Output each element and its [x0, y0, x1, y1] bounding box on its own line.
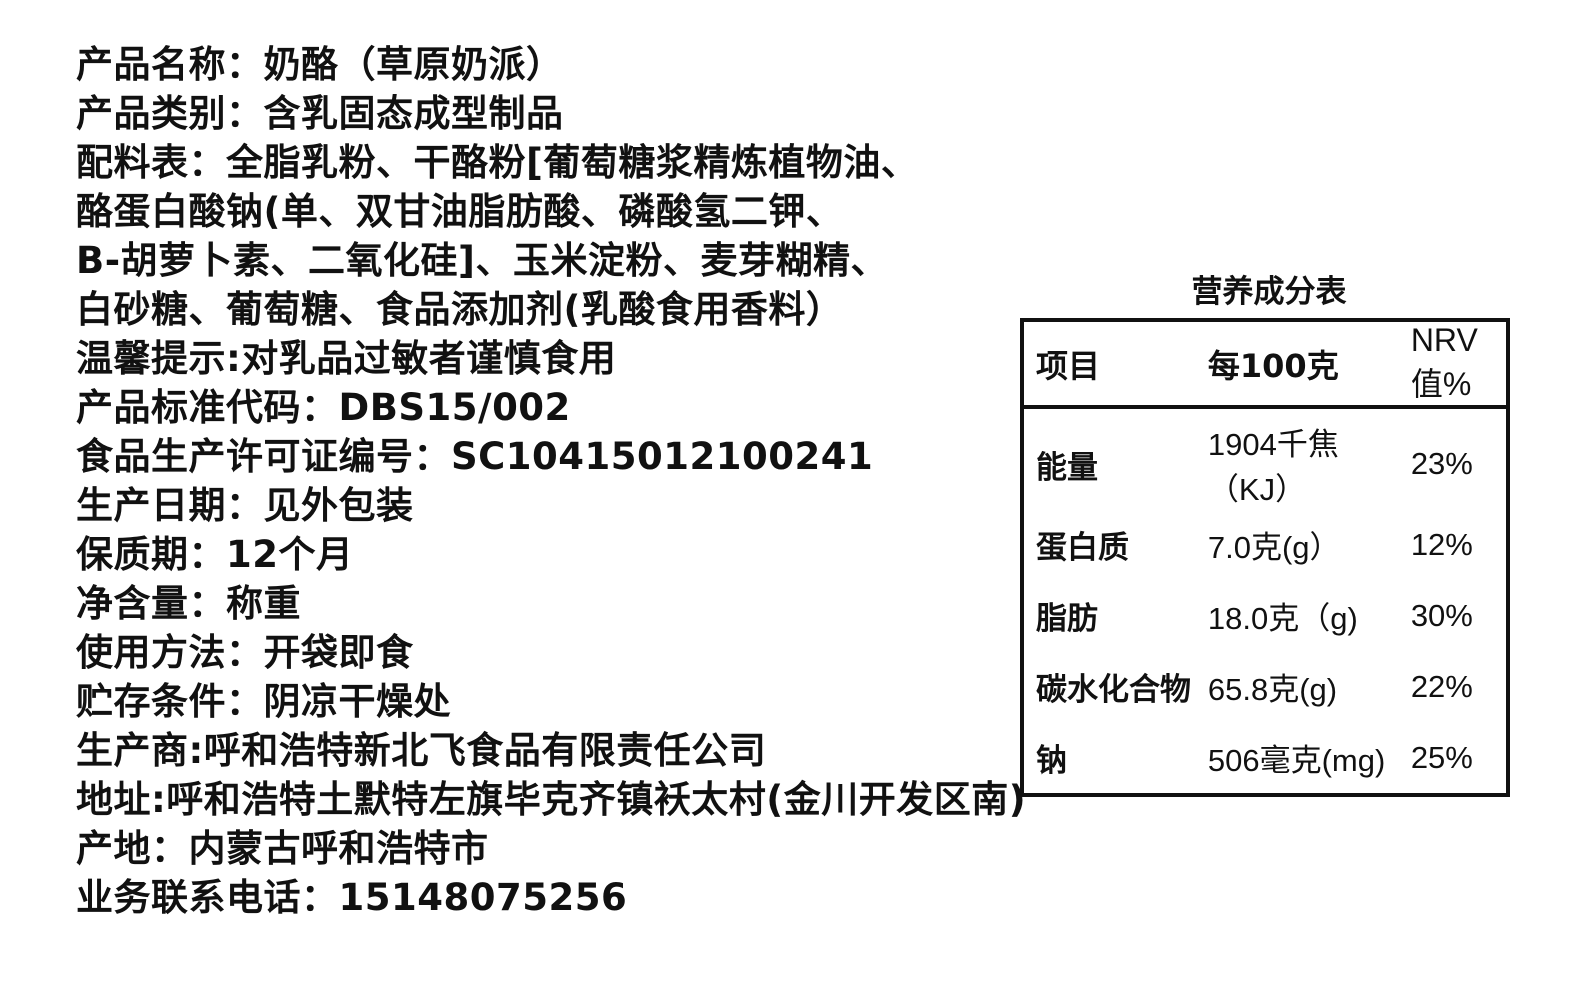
nutrient-name: 钠	[1036, 743, 1067, 779]
usage-line: 使用方法：开袋即食	[76, 631, 414, 674]
nutrient-nrv: 30%	[1410, 597, 1473, 633]
nutrient-name: 蛋白质	[1036, 530, 1129, 566]
nutrient-name: 脂肪	[1036, 601, 1098, 637]
shelf-life-line: 保质期：12个月	[76, 533, 354, 576]
address-line: 地址:呼和浩特土默特左旗毕克齐镇袄太村(金川开发区南)	[76, 778, 1027, 821]
nutrient-amount: 1904千焦（KJ）	[1207, 427, 1339, 507]
nutrient-nrv: 23%	[1410, 446, 1473, 481]
license-number-line: 食品生产许可证编号：SC10415012100241	[76, 435, 874, 478]
product-info-list: 产品名称：奶酪（草原奶派） 产品类别：含乳固态成型制品 配料表：全脂乳粉、干酪粉…	[76, 40, 1026, 922]
nutrient-nrv: 25%	[1410, 739, 1473, 775]
product-category-line: 产品类别：含乳固态成型制品	[76, 92, 564, 135]
nutrient-nrv: 12%	[1410, 526, 1473, 562]
header-per-100g: 每100克	[1207, 320, 1411, 409]
header-nrv: NRV值%	[1410, 320, 1508, 409]
storage-line: 贮存条件：阴凉干燥处	[76, 680, 451, 723]
ingredients-line: 白砂糖、葡萄糖、食品添加剂(乳酸食用香料）	[76, 288, 844, 331]
nutrition-row: 碳水化合物 65.8克(g) 22%	[1022, 651, 1508, 722]
nutrition-header-row: 项目 每100克 NRV值%	[1022, 320, 1508, 409]
header-item: 项目	[1022, 320, 1208, 409]
standard-code-line: 产品标准代码：DBS15/002	[76, 386, 571, 429]
nutrient-amount: 18.0克（g)	[1207, 601, 1358, 636]
nutrition-table-title: 营养成分表	[1191, 274, 1347, 310]
manufacturer-line: 生产商:呼和浩特新北飞食品有限责任公司	[76, 729, 767, 772]
nutrition-row: 能量 1904千焦（KJ） 23%	[1022, 407, 1508, 509]
nutrient-name: 碳水化合物	[1036, 672, 1191, 708]
nutrition-row: 蛋白质 7.0克(g） 12%	[1022, 509, 1508, 580]
nutrient-amount: 65.8克(g)	[1207, 672, 1338, 707]
nutrition-row: 钠 506毫克(mg) 25%	[1022, 722, 1508, 795]
ingredients-line: 酪蛋白酸钠(单、双甘油脂肪酸、磷酸氢二钾、	[76, 190, 844, 233]
origin-line: 产地：内蒙古呼和浩特市	[76, 827, 489, 870]
ingredients-line: 配料表：全脂乳粉、干酪粉[葡萄糖浆精炼植物油、	[76, 141, 919, 184]
nutrient-nrv: 22%	[1410, 668, 1473, 704]
nutrition-row: 脂肪 18.0克（g) 30%	[1022, 580, 1508, 651]
phone-line: 业务联系电话：15148075256	[76, 876, 628, 919]
nutrient-amount: 506毫克(mg)	[1207, 743, 1386, 778]
ingredients-line: B-胡萝卜素、二氧化硅]、玉米淀粉、麦芽糊精、	[76, 239, 888, 282]
nutrient-name: 能量	[1036, 449, 1098, 486]
nutrient-amount: 7.0克(g）	[1207, 530, 1341, 565]
allergy-notice-line: 温馨提示:对乳品过敏者谨慎食用	[76, 337, 617, 380]
production-date-line: 生产日期：见外包装	[76, 484, 414, 527]
net-content-line: 净含量：称重	[76, 582, 301, 625]
product-name-line: 产品名称：奶酪（草原奶派）	[76, 43, 564, 86]
nutrition-table: 项目 每100克 NRV值% 能量 1904千焦（KJ） 23% 蛋白质 7.0…	[1020, 318, 1510, 797]
